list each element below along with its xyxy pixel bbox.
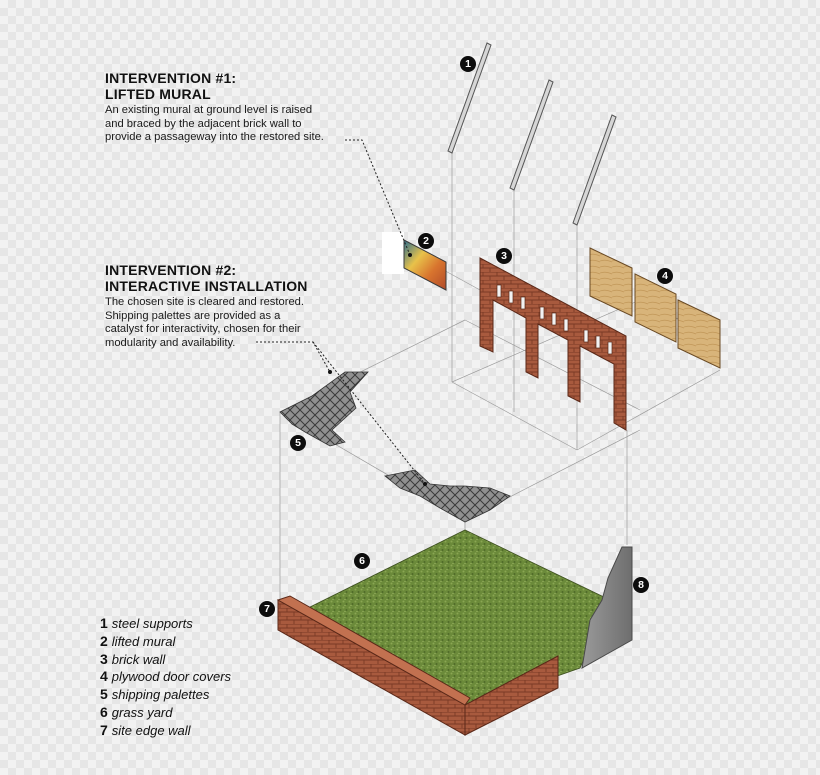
desc-line: catalyst for interactivity, chosen for t… (105, 323, 301, 336)
plywood-door-covers (589, 247, 721, 369)
marker-6: 6 (354, 553, 370, 569)
intervention-1-title-line1: INTERVENTION #1: (105, 70, 237, 86)
grass-yard (299, 529, 611, 711)
legend-label: brick wall (111, 651, 166, 667)
intervention-1-title-line2: LIFTED MURAL (105, 86, 211, 102)
legend-number: 6 (100, 703, 108, 720)
steel-supports (447, 42, 617, 226)
desc-line: Shipping palettes are provided as a (105, 309, 281, 322)
legend-label: site edge wall (111, 722, 191, 738)
marker-8: 8 (633, 577, 649, 593)
legend-label: steel supports (111, 616, 193, 631)
legend-number: 5 (100, 686, 108, 703)
legend-number: 4 (100, 668, 108, 685)
marker-3: 3 (496, 248, 512, 264)
marker-7: 7 (259, 601, 275, 617)
legend-number: 1 (100, 615, 108, 631)
shipping-palettes (279, 371, 511, 523)
desc-line: and braced by the adjacent brick wall to (105, 117, 302, 130)
legend-label: lifted mural (111, 633, 176, 649)
legend-number: 7 (100, 721, 108, 738)
leader-lines (256, 139, 426, 485)
desc-line: modularity and availability. (105, 336, 236, 349)
marker-5: 5 (290, 435, 306, 451)
lifted-mural (382, 232, 447, 291)
legend-number: 2 (100, 632, 108, 649)
desc-line: provide a passageway into the restored s… (105, 131, 324, 144)
legend-label: shipping palettes (111, 687, 210, 703)
desc-line: An existing mural at ground level is rai… (105, 104, 313, 116)
marker-1: 1 (460, 56, 476, 72)
legend-label: plywood door covers (111, 669, 232, 685)
intervention-1-description: An existing mural at ground level is rai… (105, 104, 324, 145)
marker-2: 2 (418, 233, 434, 249)
legend-label: grass yard (111, 704, 173, 720)
intervention-2-title-line2: INTERACTIVE INSTALLATION (105, 278, 308, 294)
intervention-2-block: INTERVENTION #2: INTERACTIVE INSTALLATIO… (105, 262, 308, 350)
desc-line: The chosen site is cleared and restored. (105, 296, 304, 308)
intervention-2-description: The chosen site is cleared and restored.… (105, 296, 308, 350)
concrete-wall (581, 546, 633, 669)
brick-wall (479, 257, 627, 431)
intervention-2-title-line1: INTERVENTION #2: (105, 262, 237, 278)
intervention-1-block: INTERVENTION #1: LIFTED MURAL An existin… (105, 70, 324, 145)
marker-4: 4 (657, 268, 673, 284)
site-edge-wall (276, 595, 559, 736)
legend-number: 3 (100, 650, 108, 667)
